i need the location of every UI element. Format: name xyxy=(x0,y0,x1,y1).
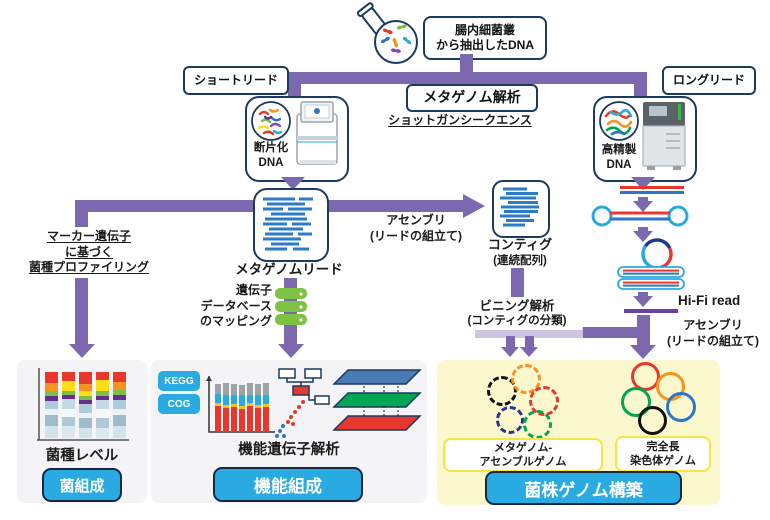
mag-label-box: メタゲノム- アセンブルゲノム xyxy=(443,438,603,472)
mag-circle-green xyxy=(523,410,552,439)
arrow-to-contig xyxy=(463,194,485,218)
mini-arrow-3 xyxy=(633,296,653,307)
line-binning-link-light xyxy=(475,327,583,338)
fragmented-dna-circle-icon xyxy=(251,101,291,141)
arrow-to-species-panel xyxy=(69,344,95,358)
sample-dna-line2: から抽出したDNA xyxy=(436,38,534,52)
cog-badge[interactable]: COG xyxy=(158,394,200,414)
arrow-binning-2 xyxy=(520,347,538,357)
sample-dna-label: 腸内細菌叢 から抽出したDNA xyxy=(423,16,547,60)
long-read-tag: ロングリード xyxy=(662,66,756,95)
line-reads-right xyxy=(325,200,463,212)
long-read-sequencer-icon xyxy=(642,102,686,170)
diagram-title: メタゲノム解析 xyxy=(423,89,521,106)
hifi-read-line xyxy=(624,309,678,313)
assembly-hifi-label: アセンブリ (リードの組立て) xyxy=(656,318,770,350)
double-strand-dna-blue xyxy=(620,191,684,194)
mini-arrow-1 xyxy=(633,201,653,212)
assembly-reads-label: アセンブリ (リードの組立て) xyxy=(370,213,462,243)
marker-profiling-label: マーカー遺伝子 に基づく 菌種プロファイリング xyxy=(6,227,172,278)
contig-label: コンティグ (連続配列) xyxy=(487,237,553,267)
gene-db-mapping-label: 遺伝子 データベース のマッピング xyxy=(199,283,272,329)
arrow-sample-to-trunk xyxy=(460,54,473,74)
purified-dna-circle-icon xyxy=(599,101,639,141)
omics-layers-icon xyxy=(332,369,422,431)
chromosome-label-box: 完全長 染色体ゲノム xyxy=(615,436,711,472)
short-read-tag: ショートリード xyxy=(183,66,289,95)
species-bar-chart-icon xyxy=(37,368,129,441)
database-icon xyxy=(275,288,307,325)
species-composition-button[interactable]: 菌組成 xyxy=(42,468,122,502)
reads-icon xyxy=(263,197,313,251)
strain-genome-button[interactable]: 菌株ゲノム構築 xyxy=(485,471,682,505)
fragmented-dna-label: 断片化 DNA xyxy=(253,142,289,169)
contig-icon xyxy=(500,187,539,227)
mag-circle-orange xyxy=(511,364,541,394)
chromosome-circle-black xyxy=(638,406,667,435)
mini-arrow-3-shaft xyxy=(638,292,648,297)
scatter-plot-icon xyxy=(275,400,305,438)
dna-sample-flask-icon xyxy=(356,2,418,64)
arrow-frag-to-reads xyxy=(281,177,305,190)
binning-arrow-shaft-1 xyxy=(506,336,515,348)
mini-arrow-2-shaft xyxy=(638,227,648,232)
arrow-to-strain-panel xyxy=(630,345,656,359)
purified-dna-label: 高精製 DNA xyxy=(601,144,637,171)
shotgun-subtitle: ショットガンシークエンス xyxy=(388,113,532,127)
contig-node xyxy=(492,180,550,238)
long-read-label: ロングリード xyxy=(672,73,745,87)
mag-circle-black xyxy=(487,376,517,406)
line-binning-link xyxy=(583,327,645,338)
pathway-diagram-icon xyxy=(278,368,330,405)
species-level-label: 菌種レベル xyxy=(45,448,119,464)
diagram-title-box: メタゲノム解析 xyxy=(406,84,538,112)
hifi-read-label: Hi-Fi read xyxy=(678,293,741,308)
arrow-binning-1 xyxy=(501,347,519,357)
function-bar-chart-icon xyxy=(206,376,275,433)
trunk-right-drop xyxy=(634,72,647,98)
mini-arrow-1-shaft xyxy=(638,197,648,202)
mag-circle-blue xyxy=(496,406,524,434)
trunk-line xyxy=(288,72,640,84)
smrtbell-icon xyxy=(591,205,689,227)
short-read-label: ショートリード xyxy=(193,73,278,87)
mini-arrow-2 xyxy=(633,231,653,242)
line-hifi-down xyxy=(637,315,650,347)
kegg-badge[interactable]: KEGG xyxy=(158,371,200,391)
double-strand-dna-red xyxy=(620,186,684,189)
binning-arrow-shaft-2 xyxy=(525,336,534,348)
function-composition-button[interactable]: 機能組成 xyxy=(213,467,363,502)
functional-gene-analysis-label: 機能遺伝子解析 xyxy=(238,442,340,458)
short-read-sequencer-icon xyxy=(296,101,338,165)
binning-label: ビニング解析 (コンティグの分類) xyxy=(452,297,582,331)
stacked-reads-icon xyxy=(617,266,685,290)
metagenome-reads-label: メタゲノムリード xyxy=(235,262,343,277)
arrow-to-function-panel xyxy=(278,344,304,358)
trunk-left-drop xyxy=(288,72,301,98)
chromosome-circle-green xyxy=(621,387,651,417)
sample-dna-line1: 腸内細菌叢 xyxy=(454,23,515,37)
chromosome-circle-blue xyxy=(666,392,696,422)
line-reads-left xyxy=(75,200,253,212)
